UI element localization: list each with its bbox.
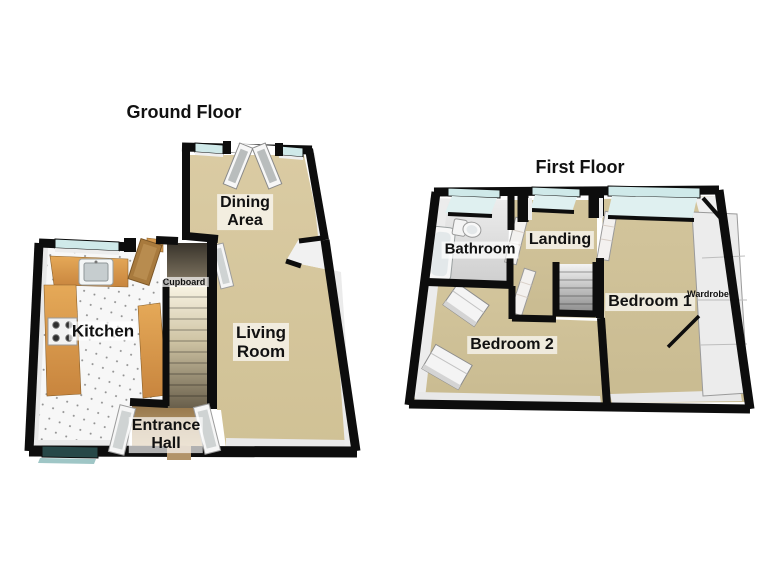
kitchen-window	[54, 238, 120, 255]
kitchen-sink	[78, 258, 114, 286]
ground-stairs	[167, 286, 209, 408]
bedroom2-door	[509, 267, 537, 317]
wall-face	[599, 198, 603, 218]
first-floor-title: First Floor	[535, 156, 625, 177]
toilet	[451, 218, 482, 238]
dining-window-right	[278, 145, 304, 160]
wall-face	[226, 438, 347, 448]
bedroom2-dresser-top	[442, 282, 490, 328]
wall-face	[528, 198, 532, 220]
room-label-dining-area: Dining Area	[217, 194, 273, 230]
room-label-bathroom: Bathroom	[441, 241, 519, 259]
dining-window-left	[194, 142, 224, 157]
first-floor-stairs	[557, 264, 595, 314]
room-label-bedroom-1: Bedroom 1	[605, 293, 695, 311]
bathroom-window	[445, 187, 501, 218]
bedroom1-window	[607, 185, 701, 222]
room-label-kitchen: Kitchen	[68, 321, 138, 341]
french-door-left	[222, 142, 254, 190]
room-label-cupboard: Cupboard	[159, 276, 209, 288]
ground-floor-plan	[24, 141, 361, 464]
ground-floor-title: Ground Floor	[126, 101, 242, 122]
room-label-bedroom-2: Bedroom 2	[467, 336, 557, 354]
room-label-wardrobe: Wardrobe	[687, 288, 729, 299]
landing-window	[530, 186, 581, 214]
door-post	[275, 143, 283, 156]
door-post	[223, 141, 231, 154]
wall-face	[414, 392, 601, 403]
bedroom2-dresser-bottom	[421, 343, 473, 391]
french-door-right	[251, 142, 283, 190]
room-label-landing: Landing	[525, 231, 595, 249]
kitchen-bottom-window	[38, 445, 99, 464]
room-label-entrance-hall: Entrance Hall	[128, 417, 204, 453]
kitchen-door	[127, 237, 163, 287]
room-label-living-room: Living Room	[232, 322, 290, 362]
